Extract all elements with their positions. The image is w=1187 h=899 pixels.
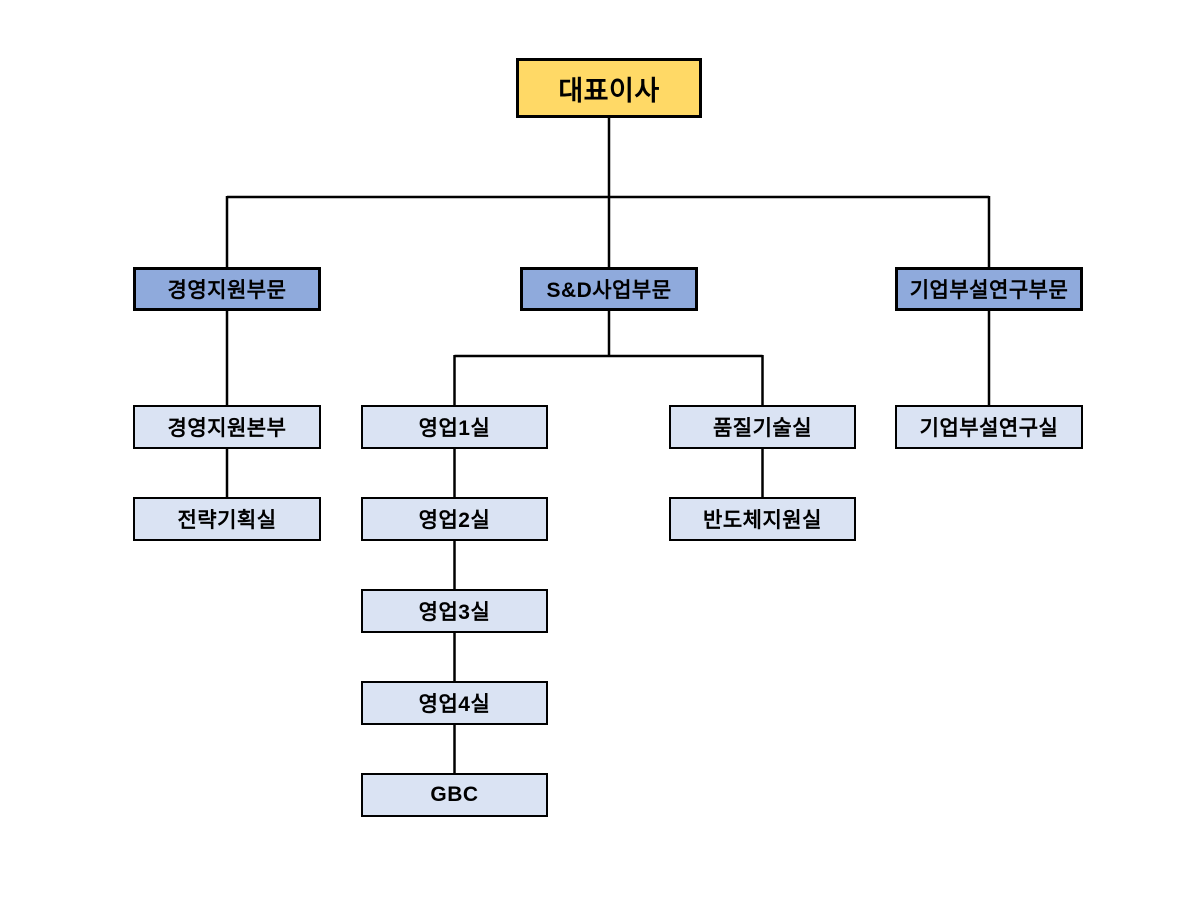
- node-gbc: GBC: [361, 773, 548, 817]
- node-sales1: 영업1실: [361, 405, 548, 449]
- node-sales4: 영업4실: [361, 681, 548, 725]
- node-sales2: 영업2실: [361, 497, 548, 541]
- node-quality-tech: 품질기술실: [669, 405, 856, 449]
- node-strategy-office: 전략기획실: [133, 497, 321, 541]
- node-snd-division: S&D사업부문: [520, 267, 698, 311]
- node-semiconductor-support: 반도체지원실: [669, 497, 856, 541]
- node-rnd-lab: 기업부설연구실: [895, 405, 1083, 449]
- node-sales3: 영업3실: [361, 589, 548, 633]
- node-mgmt-hq: 경영지원본부: [133, 405, 321, 449]
- node-rnd-division: 기업부설연구부문: [895, 267, 1083, 311]
- node-ceo: 대표이사: [516, 58, 702, 118]
- node-mgmt-division: 경영지원부문: [133, 267, 321, 311]
